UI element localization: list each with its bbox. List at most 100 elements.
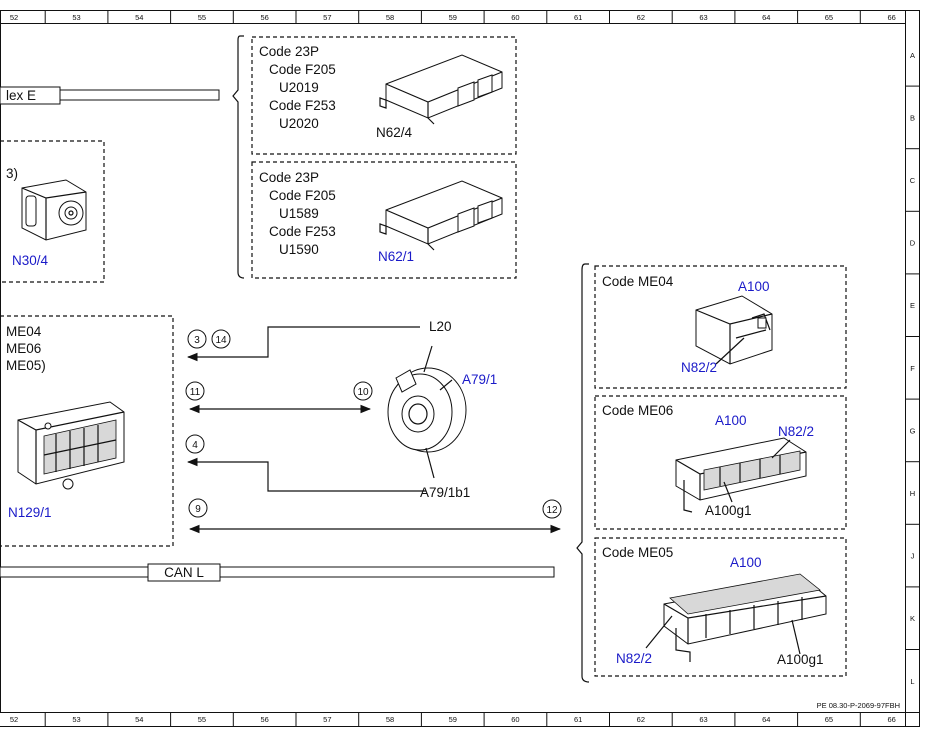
grid-column-label: 63 [699,715,707,724]
grid-column-label: 53 [72,715,80,724]
power-electronics-illustration [17,401,125,490]
grid-column-label: 65 [825,715,833,724]
compressor-clutch-illustration [387,345,467,479]
grid-row-label: H [910,489,915,498]
grid-column-label: 53 [72,13,80,22]
control-unit-illustration [379,180,503,251]
grid-row-label: L [910,677,914,686]
signal-lines [186,326,562,534]
n30-4-partial-label: 3) [6,166,18,181]
box1-line-4: Code F253 [269,98,336,113]
connector-12: 12 [542,499,562,519]
connector-11: 11 [185,381,205,401]
grid-row-label: F [910,364,915,373]
box1-line-2: Code F205 [269,62,336,77]
me05-n82: N82/2 [616,651,652,666]
label-a79-1b1: A79/1b1 [420,485,470,500]
box2-line-4: Code F253 [269,224,336,239]
me04-a100: A100 [738,279,770,294]
n129-1-line-1: ME04 [6,324,42,339]
control-unit-illustration [379,54,503,125]
grid-row-label: G [910,426,916,435]
grid-column-label: 57 [323,715,331,724]
component-n62-4: N62/4 [376,125,413,140]
box-n62-1: Code 23P Code F205 U1589 Code F253 U1590… [251,161,517,279]
grid-column-label: 58 [386,715,394,724]
n129-1-line-3: ME05) [6,358,46,373]
me06-a100g1: A100g1 [705,503,752,518]
box1-line-5: U2020 [279,116,319,131]
box2-line-5: U1590 [279,242,319,257]
can-bus-bottom-label: CAN L [164,565,204,580]
n129-1-line-2: ME06 [6,341,41,356]
can-bus-top: lex E [0,86,220,105]
grid-row-label: D [910,239,916,248]
component-n62-1: N62/1 [378,249,414,264]
battery-module-illustration [675,437,807,513]
grid-column-label: 59 [449,715,457,724]
battery-module-illustration [663,573,827,662]
connector-3: 3 [187,329,207,349]
me04-leader [715,337,745,365]
box1-line-1: Code 23P [259,44,319,59]
grid-column-label: 57 [323,13,331,22]
grid-column-label: 55 [198,13,206,22]
grid-row-label: C [910,176,916,185]
grid-column-label: 52 [10,715,18,724]
connector-4-label: 4 [192,440,198,451]
me04-n82: N82/2 [681,360,717,375]
component-n30-4: N30/4 [12,253,49,268]
me05-title: Code ME05 [602,545,673,560]
me06-n82: N82/2 [778,424,814,439]
connector-10-label: 10 [357,387,369,398]
connector-9-label: 9 [195,504,201,515]
can-bus-bottom: CAN L [0,563,555,582]
grid-column-label: 60 [511,13,519,22]
top-group-brace [232,35,245,279]
grid-row-label: K [910,614,915,623]
box-me04: Code ME04 A100 N82/2 [594,265,847,389]
grid-border: 5252535354545555565657575858595960606161… [0,10,920,727]
grid-column-label: 54 [135,715,143,724]
right-group-brace [576,263,590,683]
grid-column-label: 63 [699,13,707,22]
box1-line-3: U2019 [279,80,319,95]
box-me05: Code ME05 A100 N82/2 A100g1 [594,537,847,677]
me06-a100: A100 [715,413,747,428]
grid-row-label: B [910,113,915,122]
me05-a100: A100 [730,555,762,570]
box2-line-1: Code 23P [259,170,319,185]
grid-column-label: 61 [574,13,582,22]
connector-12-label: 12 [546,505,558,516]
me04-title: Code ME04 [602,274,674,289]
connector-14-label: 14 [215,335,227,346]
connector-10: 10 [353,381,373,401]
label-l20: L20 [429,319,452,334]
grid-row-label: A [910,51,915,60]
box-n62-4: Code 23P Code F205 U2019 Code F253 U2020… [251,36,517,155]
box2-line-2: Code F205 [269,188,336,203]
connector-3-label: 3 [194,335,200,346]
box2-line-3: U1589 [279,206,319,221]
connector-11-label: 11 [190,387,201,398]
connector-14: 14 [211,329,231,349]
me06-title: Code ME06 [602,403,673,418]
component-n129-1: N129/1 [8,505,52,520]
connector-4: 4 [185,434,205,454]
grid-column-label: 64 [762,715,770,724]
box-n129-1: ME04 ME06 ME05) N129/1 [0,315,174,547]
grid-column-label: 58 [386,13,394,22]
grid-column-label: 60 [511,715,519,724]
grid-row-label: J [911,552,915,561]
me05-a100g1: A100g1 [777,652,824,667]
grid-column-label: 61 [574,715,582,724]
grid-column-label: 56 [260,715,268,724]
connector-9: 9 [188,498,208,518]
grid-column-label: 64 [762,13,770,22]
grid-row-label: E [910,301,915,310]
drawing-reference: PE 08.30-P-2069-97FBH [817,701,900,710]
grid-column-label: 62 [637,13,645,22]
grid-column-label: 55 [198,715,206,724]
grid-column-label: 54 [135,13,143,22]
